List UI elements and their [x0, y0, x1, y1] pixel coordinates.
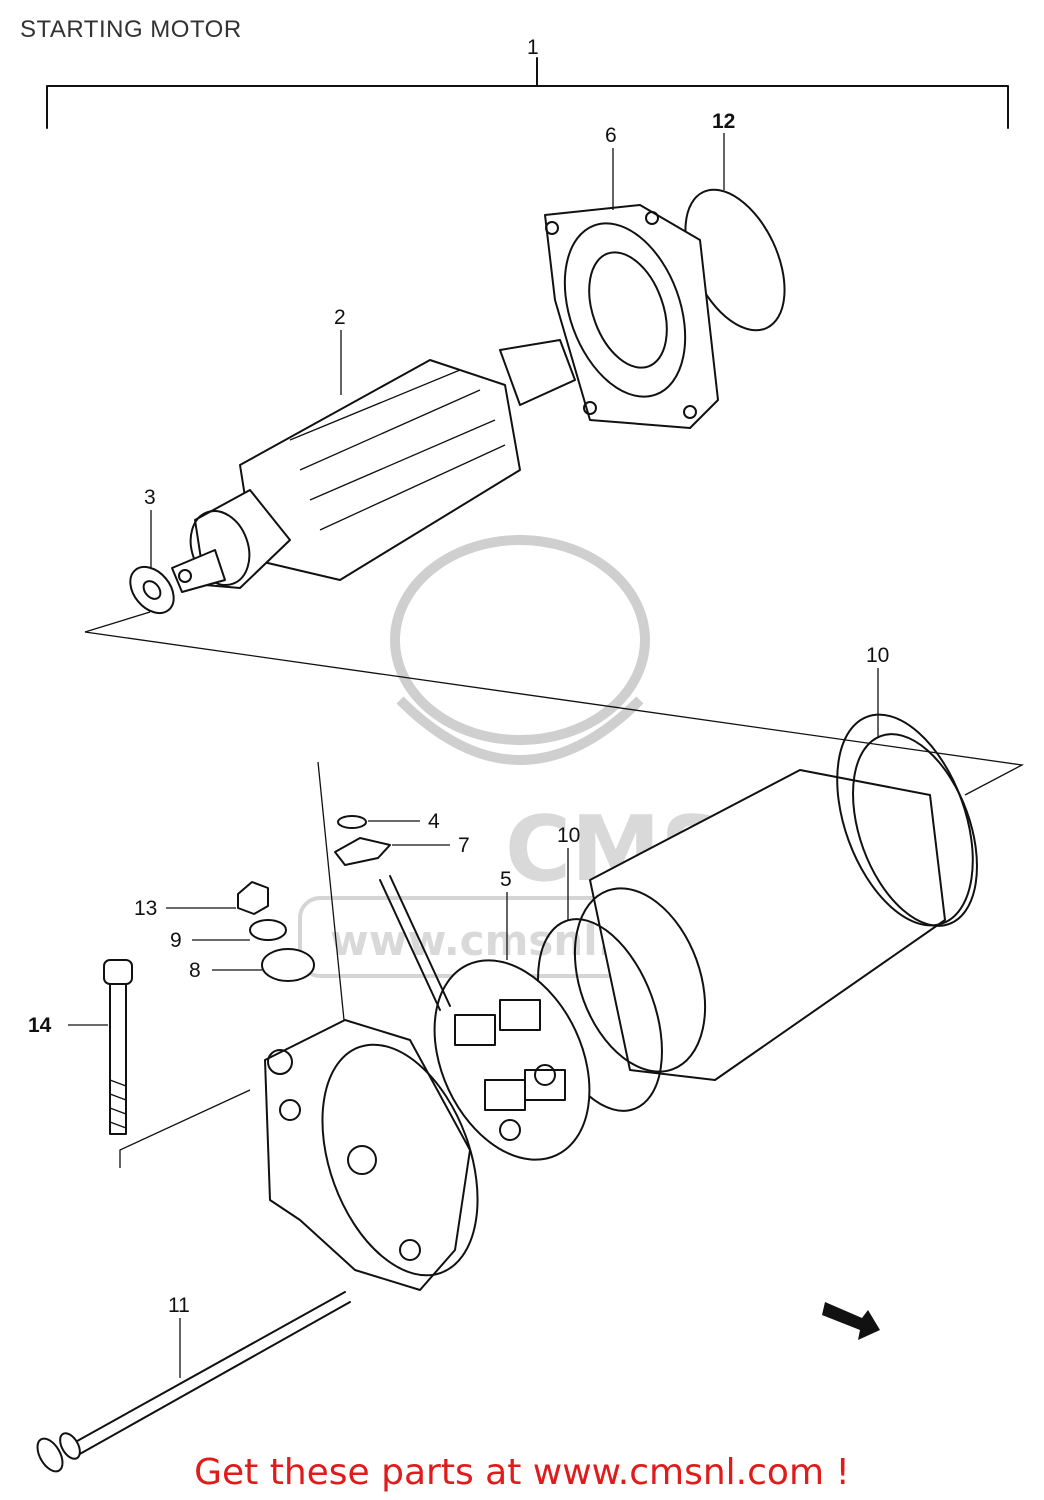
callout-10-upper: 10	[866, 644, 889, 667]
commutator-end-housing	[264, 1019, 479, 1291]
callout-14: 14	[28, 1014, 52, 1037]
assembly-bracket	[46, 57, 1009, 129]
part-14-bolt	[103, 959, 133, 1135]
callout-12: 12	[712, 110, 735, 133]
axis-lines	[84, 611, 1025, 1168]
fwd-arrow-icon	[822, 1302, 880, 1340]
part-9-washer	[249, 919, 287, 941]
callout-8: 8	[189, 959, 201, 982]
part-3-washer	[129, 565, 175, 615]
part-2-armature	[171, 339, 576, 593]
part-6-end-cover	[544, 204, 719, 429]
callout-9: 9	[170, 929, 182, 952]
part-10-yoke-housing	[573, 733, 978, 1081]
callout-11: 11	[168, 1294, 190, 1317]
part-10-o-ring-upper	[836, 713, 974, 927]
callout-4: 4	[428, 810, 440, 833]
leader-lines	[68, 133, 879, 1378]
part-8-insulator	[261, 948, 315, 982]
part-5-brush-holder	[433, 959, 591, 1161]
callout-5: 5	[500, 868, 512, 891]
part-13-nut	[237, 881, 269, 915]
callout-6: 6	[605, 124, 617, 147]
callout-3: 3	[144, 486, 156, 509]
callout-7: 7	[458, 834, 470, 857]
part-11-through-bolt	[36, 1291, 351, 1473]
terminal-bolt	[379, 875, 451, 1011]
part-4-o-ring	[337, 815, 367, 829]
page-title: STARTING MOTOR	[20, 16, 242, 43]
callout-labels: 1 2 3 4 5 6 7 8 9 10 10 11 12 13 14	[28, 36, 889, 1317]
callout-13: 13	[134, 897, 157, 920]
callout-10-lower: 10	[557, 824, 580, 847]
footer-link-text[interactable]: Get these parts at www.cmsnl.com !	[194, 1452, 850, 1493]
part-7-brush-spring	[334, 837, 391, 866]
callout-1: 1	[527, 36, 539, 59]
callout-2: 2	[334, 306, 346, 329]
